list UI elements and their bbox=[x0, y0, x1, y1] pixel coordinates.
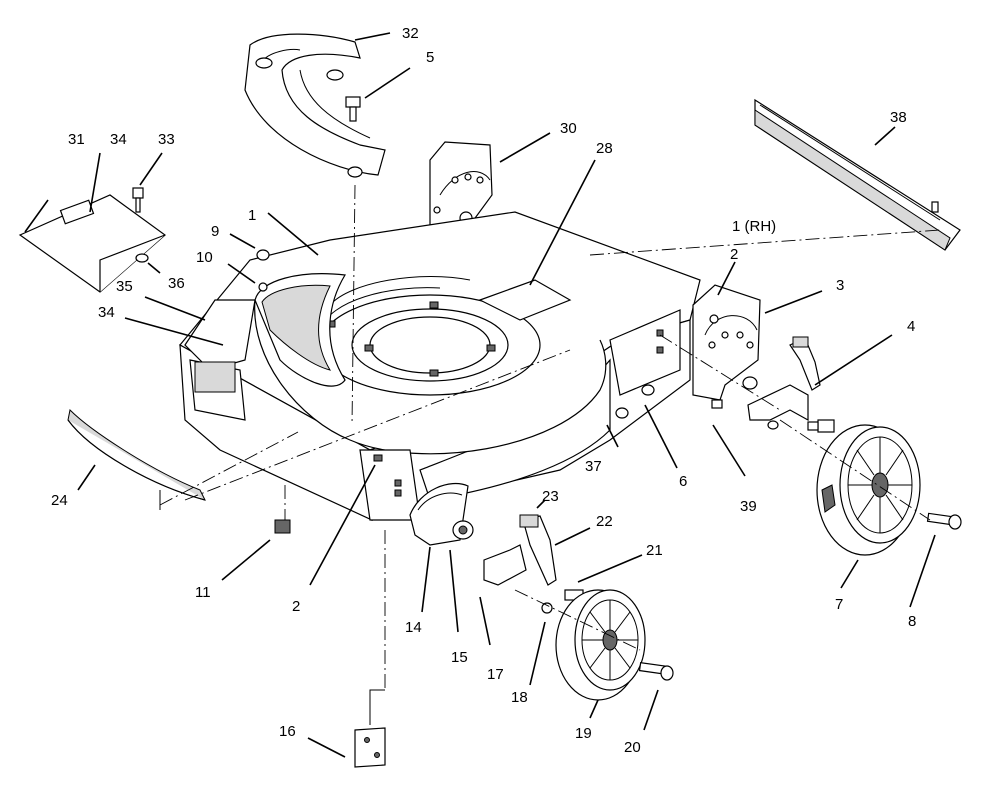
part-37-nut bbox=[615, 407, 629, 419]
part-20-lh-wheel-bolt bbox=[638, 661, 674, 681]
callout-5: 5 bbox=[426, 49, 434, 66]
part-17-wheel-bracket bbox=[483, 544, 527, 586]
assembly-lines bbox=[159, 184, 941, 725]
callout-35: 35 bbox=[116, 278, 133, 295]
callout-1: 1 bbox=[248, 207, 256, 224]
callout-33: 33 bbox=[158, 131, 175, 148]
part-39-bolt bbox=[711, 399, 723, 409]
callout-14: 14 bbox=[405, 619, 422, 636]
callout-labels: 32 5 30 28 38 31 34 33 1 9 10 36 35 34 1… bbox=[51, 25, 916, 756]
part-31-rear-cover bbox=[18, 187, 166, 293]
callout-9: 9 bbox=[211, 223, 219, 240]
callout-28: 28 bbox=[596, 140, 613, 157]
part-9-10-hardware bbox=[256, 249, 270, 292]
callout-6: 6 bbox=[679, 473, 687, 490]
callout-36: 36 bbox=[168, 275, 185, 292]
part-24-front-guard bbox=[67, 408, 206, 501]
callout-32: 32 bbox=[402, 25, 419, 42]
part-15-washer bbox=[452, 520, 474, 540]
callout-15: 15 bbox=[451, 649, 468, 666]
callout-30: 30 bbox=[560, 120, 577, 137]
part-8-rh-wheel-bolt bbox=[926, 512, 962, 530]
callout-23: 23 bbox=[542, 488, 559, 505]
part-11-clip bbox=[274, 519, 291, 534]
part-2-rh-height-adjuster bbox=[692, 284, 761, 401]
callout-11: 11 bbox=[195, 584, 211, 601]
callout-21: 21 bbox=[646, 542, 663, 559]
callout-2-rh: 2 bbox=[730, 246, 738, 263]
part-19-lh-wheel bbox=[555, 589, 646, 701]
callout-34: 34 bbox=[110, 131, 127, 148]
mower-deck bbox=[179, 211, 701, 521]
callout-7: 7 bbox=[835, 596, 843, 613]
callout-10: 10 bbox=[196, 249, 213, 266]
callout-8: 8 bbox=[908, 613, 916, 630]
part-4-rh-wheel-bracket bbox=[747, 336, 835, 433]
callout-19: 19 bbox=[575, 725, 592, 742]
callout-3: 3 bbox=[836, 277, 844, 294]
part-22-23-lever bbox=[519, 514, 557, 586]
callout-34b: 34 bbox=[98, 304, 115, 321]
callout-24: 24 bbox=[51, 492, 68, 509]
part-6-nut bbox=[641, 384, 655, 396]
part-38-rear-rail bbox=[754, 98, 961, 251]
callout-38: 38 bbox=[890, 109, 907, 126]
part-16-plate bbox=[354, 727, 386, 768]
callout-22: 22 bbox=[596, 513, 613, 530]
callout-20: 20 bbox=[624, 739, 641, 756]
callout-4: 4 bbox=[907, 318, 915, 335]
callout-17: 17 bbox=[487, 666, 504, 683]
part-7-rh-wheel bbox=[816, 424, 921, 556]
callout-31: 31 bbox=[68, 131, 85, 148]
callout-16: 16 bbox=[279, 723, 296, 740]
callout-39: 39 bbox=[740, 498, 757, 515]
callout-37: 37 bbox=[585, 458, 602, 475]
part-18-washer bbox=[541, 602, 553, 614]
leader-lines bbox=[24, 32, 936, 758]
callout-2-lh: 2 bbox=[292, 598, 300, 615]
callout-1-rh: 1 (RH) bbox=[732, 218, 776, 235]
part-5-bolt bbox=[345, 96, 361, 122]
callout-18: 18 bbox=[511, 689, 528, 706]
part-32-rear-shield bbox=[244, 33, 386, 178]
